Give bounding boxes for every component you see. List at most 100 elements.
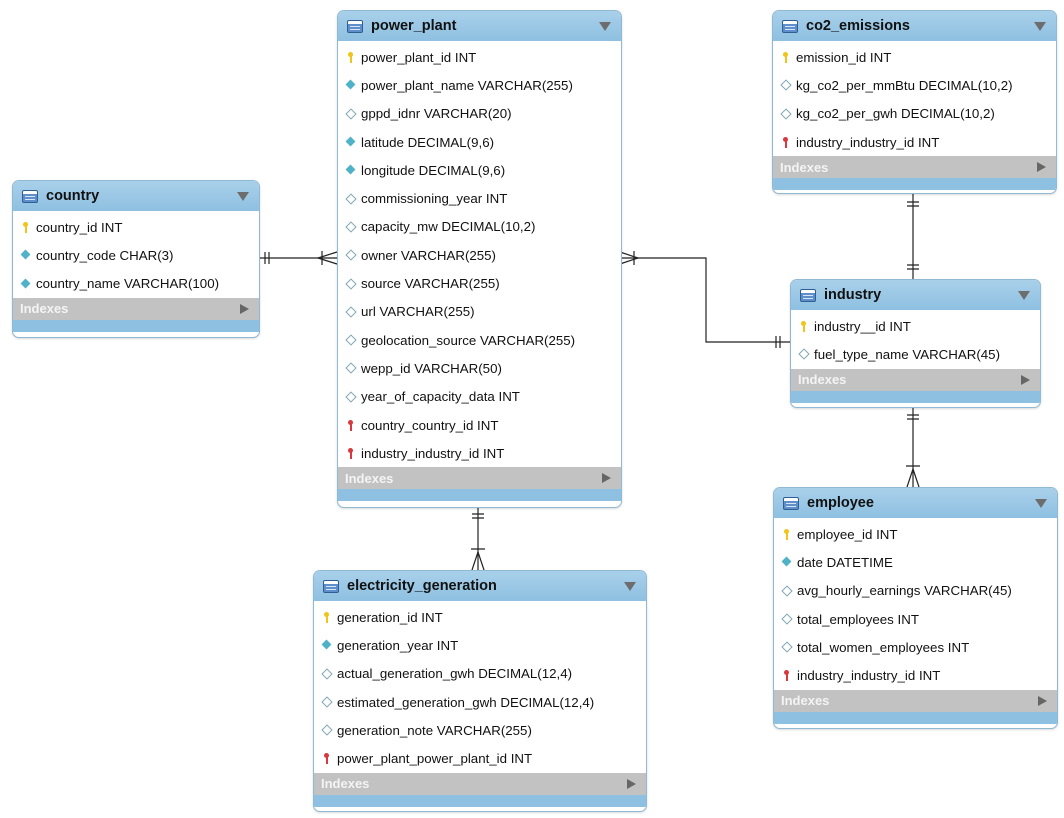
expand-arrow-icon[interactable] xyxy=(1021,374,1030,385)
column-row[interactable]: emission_id INT xyxy=(773,43,1056,71)
table-title: country xyxy=(46,188,100,204)
rel-mark-one-industry-top xyxy=(907,264,919,270)
column-row[interactable]: industry_industry_id INT xyxy=(338,439,621,467)
nullable-diamond-icon xyxy=(345,108,356,119)
column-label: total_employees INT xyxy=(797,611,919,627)
column-row[interactable]: owner VARCHAR(255) xyxy=(338,241,621,269)
collapse-arrow-icon[interactable] xyxy=(1035,499,1047,508)
column-row[interactable]: gppd_idnr VARCHAR(20) xyxy=(338,100,621,128)
table-power-plant[interactable]: power_plant power_plant_id INT power_pla… xyxy=(337,10,622,508)
table-header[interactable]: industry xyxy=(791,280,1040,310)
collapse-arrow-icon[interactable] xyxy=(1034,22,1046,31)
table-electricity-generation[interactable]: electricity_generation generation_id INT… xyxy=(313,570,647,812)
column-row[interactable]: generation_note VARCHAR(255) xyxy=(314,716,646,744)
table-industry[interactable]: industry industry__id INT fuel_type_name… xyxy=(790,279,1041,408)
column-row[interactable]: geolocation_source VARCHAR(255) xyxy=(338,326,621,354)
table-header[interactable]: co2_emissions xyxy=(773,11,1056,41)
primary-key-icon xyxy=(798,320,809,332)
column-row[interactable]: country_name VARCHAR(100) xyxy=(13,270,259,298)
rel-mark-many-power-plant xyxy=(317,251,338,265)
column-row[interactable]: industry_industry_id INT xyxy=(774,661,1057,689)
indexes-bar[interactable]: Indexes xyxy=(314,772,646,795)
expand-arrow-icon[interactable] xyxy=(1038,695,1047,706)
collapse-arrow-icon[interactable] xyxy=(1018,291,1030,300)
column-row[interactable]: commissioning_year INT xyxy=(338,184,621,212)
column-row[interactable]: capacity_mw DECIMAL(10,2) xyxy=(338,213,621,241)
table-footer xyxy=(791,390,1040,403)
nullable-diamond-icon xyxy=(798,349,809,360)
table-header[interactable]: power_plant xyxy=(338,11,621,41)
rel-mark-many-generation xyxy=(471,548,485,571)
column-row[interactable]: industry__id INT xyxy=(791,312,1040,340)
column-row[interactable]: country_id INT xyxy=(13,213,259,241)
column-label: country_id INT xyxy=(36,219,123,235)
table-header[interactable]: electricity_generation xyxy=(314,571,646,601)
indexes-bar[interactable]: Indexes xyxy=(338,467,621,490)
column-label: country_country_id INT xyxy=(361,417,499,433)
primary-key-icon xyxy=(780,51,791,63)
collapse-arrow-icon[interactable] xyxy=(599,22,611,31)
expand-arrow-icon[interactable] xyxy=(602,473,611,484)
table-header[interactable]: country xyxy=(13,181,259,211)
column-row[interactable]: avg_hourly_earnings VARCHAR(45) xyxy=(774,577,1057,605)
nullable-diamond-icon xyxy=(780,108,791,119)
column-row[interactable]: power_plant_power_plant_id INT xyxy=(314,744,646,772)
column-row[interactable]: power_plant_id INT xyxy=(338,43,621,71)
table-co2-emissions[interactable]: co2_emissions emission_id INT kg_co2_per… xyxy=(772,10,1057,194)
indexes-bar[interactable]: Indexes xyxy=(13,297,259,320)
column-label: total_women_employees INT xyxy=(797,639,970,655)
nullable-diamond-icon xyxy=(345,363,356,374)
column-row[interactable]: wepp_id VARCHAR(50) xyxy=(338,354,621,382)
column-row[interactable]: country_country_id INT xyxy=(338,411,621,439)
nullable-diamond-icon xyxy=(345,278,356,289)
column-label: industry_industry_id INT xyxy=(797,668,941,684)
nullable-diamond-icon xyxy=(345,391,356,402)
column-row[interactable]: source VARCHAR(255) xyxy=(338,269,621,297)
column-row[interactable]: latitude DECIMAL(9,6) xyxy=(338,128,621,156)
column-label: kg_co2_per_gwh DECIMAL(10,2) xyxy=(796,106,995,122)
expand-arrow-icon[interactable] xyxy=(1037,162,1046,173)
table-employee[interactable]: employee employee_id INT date DATETIME a… xyxy=(773,487,1058,729)
column-row[interactable]: estimated_generation_gwh DECIMAL(12,4) xyxy=(314,688,646,716)
expand-arrow-icon[interactable] xyxy=(240,303,249,314)
column-row[interactable]: kg_co2_per_gwh DECIMAL(10,2) xyxy=(773,100,1056,128)
not-null-diamond-icon xyxy=(345,165,356,176)
column-label: country_name VARCHAR(100) xyxy=(36,276,220,292)
column-row[interactable]: industry_industry_id INT xyxy=(773,128,1056,156)
not-null-diamond-icon xyxy=(20,250,31,261)
column-row[interactable]: url VARCHAR(255) xyxy=(338,298,621,326)
column-row[interactable]: year_of_capacity_data INT xyxy=(338,383,621,411)
primary-key-icon xyxy=(20,221,31,233)
indexes-label: Indexes xyxy=(20,301,69,317)
rel-mark-one-co2 xyxy=(907,201,919,207)
expand-arrow-icon[interactable] xyxy=(627,778,636,789)
column-label: longitude DECIMAL(9,6) xyxy=(361,162,506,178)
collapse-arrow-icon[interactable] xyxy=(624,582,636,591)
column-row[interactable]: actual_generation_gwh DECIMAL(12,4) xyxy=(314,660,646,688)
column-label: estimated_generation_gwh DECIMAL(12,4) xyxy=(337,694,595,710)
column-label: owner VARCHAR(255) xyxy=(361,247,496,263)
column-row[interactable]: longitude DECIMAL(9,6) xyxy=(338,156,621,184)
indexes-bar[interactable]: Indexes xyxy=(773,156,1056,179)
column-row[interactable]: kg_co2_per_mmBtu DECIMAL(10,2) xyxy=(773,71,1056,99)
indexes-bar[interactable]: Indexes xyxy=(791,368,1040,391)
collapse-arrow-icon[interactable] xyxy=(237,192,249,201)
not-null-diamond-icon xyxy=(321,640,332,651)
column-label: latitude DECIMAL(9,6) xyxy=(361,134,495,150)
rel-industry-power-plant xyxy=(620,257,790,343)
column-row[interactable]: generation_id INT xyxy=(314,603,646,631)
nullable-diamond-icon xyxy=(780,80,791,91)
column-row[interactable]: generation_year INT xyxy=(314,631,646,659)
column-row[interactable]: country_code CHAR(3) xyxy=(13,241,259,269)
table-country[interactable]: country country_id INT country_code CHAR… xyxy=(12,180,260,338)
indexes-label: Indexes xyxy=(321,776,370,792)
column-row[interactable]: date DATETIME xyxy=(774,548,1057,576)
column-row[interactable]: employee_id INT xyxy=(774,520,1057,548)
nullable-diamond-icon xyxy=(321,668,332,679)
table-header[interactable]: employee xyxy=(774,488,1057,518)
column-row[interactable]: total_women_employees INT xyxy=(774,633,1057,661)
column-row[interactable]: power_plant_name VARCHAR(255) xyxy=(338,71,621,99)
indexes-bar[interactable]: Indexes xyxy=(774,689,1057,712)
column-row[interactable]: total_employees INT xyxy=(774,605,1057,633)
column-row[interactable]: fuel_type_name VARCHAR(45) xyxy=(791,340,1040,368)
